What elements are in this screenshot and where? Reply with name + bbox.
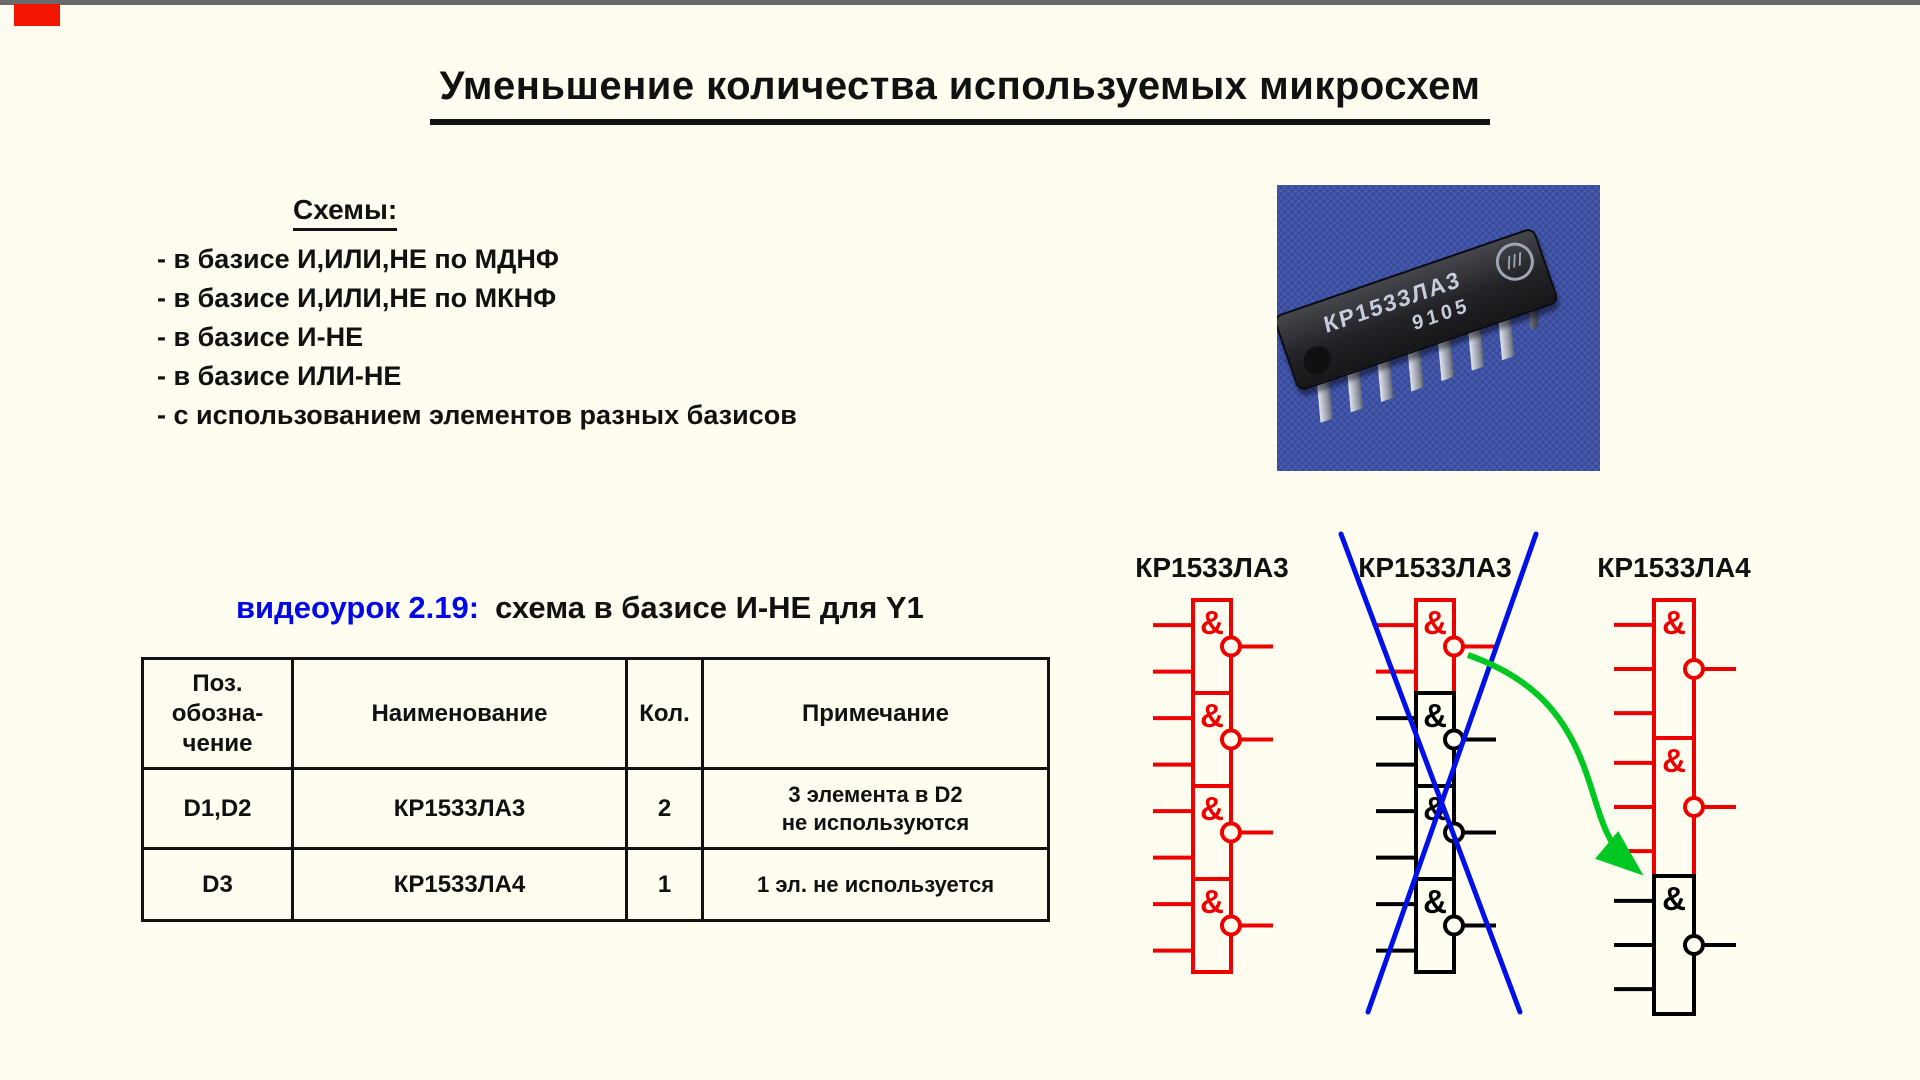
lesson-text: схема в базисе И-НЕ для Y1 xyxy=(495,590,924,625)
cell-name: КР1533ЛА3 xyxy=(291,767,628,850)
schemes-heading: Схемы: xyxy=(293,194,398,231)
cell-note: 3 элемента в D2 не используются xyxy=(701,767,1050,850)
chip-photo: /// КР1533ЛА3 9105 xyxy=(1277,185,1600,471)
inversion-bubble xyxy=(1220,914,1242,937)
cross-out-line xyxy=(1338,531,1523,1015)
inversion-bubble xyxy=(1683,658,1705,680)
scheme-item: - в базисе ИЛИ-НЕ xyxy=(157,361,402,391)
page-title-text: Уменьшение количества используемых микро… xyxy=(429,64,1491,125)
table-row: D3 КР1533ЛА4 1 1 эл. не используется xyxy=(141,847,1050,922)
inversion-bubble xyxy=(1683,934,1705,956)
inversion-bubble xyxy=(1220,821,1242,844)
top-bar xyxy=(0,0,1920,5)
gate-and-symbol: & xyxy=(1200,697,1224,734)
cell-note: 1 эл. не используется xyxy=(701,847,1050,922)
table-header-row: Поз. обозна- чение Наименование Кол. При… xyxy=(141,657,1050,770)
inversion-bubble xyxy=(1443,914,1465,937)
gate-and-symbol: & xyxy=(1200,790,1224,827)
header-name: Наименование xyxy=(291,657,628,770)
inversion-bubble xyxy=(1220,728,1242,751)
gate-and-symbol: & xyxy=(1662,604,1686,641)
page-title: Уменьшение количества используемых микро… xyxy=(0,64,1920,125)
cross-out-line xyxy=(1365,531,1539,1015)
header-pos: Поз. обозна- чение xyxy=(141,657,294,770)
scheme-item: - в базисе И-НЕ xyxy=(157,322,364,352)
cell-pos: D3 xyxy=(141,847,294,922)
gate-and-symbol: & xyxy=(1200,883,1224,920)
components-table: Поз. обозна- чение Наименование Кол. При… xyxy=(141,657,1050,922)
header-qty: Кол. xyxy=(625,657,704,770)
scheme-item: - в базисе И,ИЛИ,НЕ по МДНФ xyxy=(157,244,559,274)
lesson-label: видеоурок 2.19: xyxy=(236,590,480,625)
lesson-caption: видеоурок 2.19: схема в базисе И-НЕ для Y… xyxy=(236,590,924,626)
inversion-bubble xyxy=(1683,796,1705,818)
cell-pos: D1,D2 xyxy=(141,767,294,850)
schemes-list: - в базисе И,ИЛИ,НЕ по МДНФ - в базисе И… xyxy=(157,240,797,435)
corner-accent xyxy=(14,4,60,26)
inversion-bubble xyxy=(1443,635,1465,658)
scheme-item: - в базисе И,ИЛИ,НЕ по МКНФ xyxy=(157,283,557,313)
cell-qty: 1 xyxy=(625,847,704,922)
gate-and-symbol: & xyxy=(1662,880,1686,917)
gate-and-symbol: & xyxy=(1423,697,1447,734)
gate-and-symbol: & xyxy=(1200,604,1224,641)
table-row: D1,D2 КР1533ЛА3 2 3 элемента в D2 не исп… xyxy=(141,767,1050,850)
gate-and-symbol: & xyxy=(1662,742,1686,779)
scheme-item: - с использованием элементов разных бази… xyxy=(157,400,797,430)
cell-name: КР1533ЛА4 xyxy=(291,847,628,922)
header-note: Примечание xyxy=(701,657,1050,770)
cell-qty: 2 xyxy=(625,767,704,850)
gate-and-symbol: & xyxy=(1423,604,1447,641)
replacement-arrow-icon xyxy=(1467,652,1644,876)
gate-and-symbol: & xyxy=(1423,883,1447,920)
inversion-bubble xyxy=(1220,635,1242,658)
